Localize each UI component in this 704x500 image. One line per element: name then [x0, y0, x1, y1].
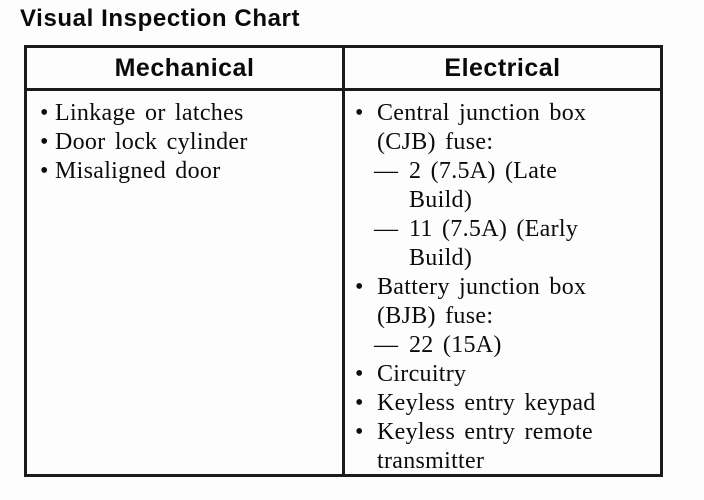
bullet-icon: •	[40, 158, 49, 184]
table-body-row: • Linkage or latches • Door lock cylinde…	[27, 91, 660, 474]
list-item-text: Misaligned door	[55, 158, 221, 184]
bullet-icon: •	[355, 274, 364, 300]
bullet-icon: •	[40, 129, 49, 155]
bullet-icon: •	[355, 419, 364, 445]
list-item: • Misaligned door	[40, 157, 336, 186]
list-item-text: Linkage or latches	[55, 100, 244, 126]
list-item: • Door lock cylinder	[40, 128, 336, 157]
list-item-text: Circuitry	[377, 361, 467, 387]
mechanical-cell: • Linkage or latches • Door lock cylinde…	[27, 91, 342, 474]
column-header-mechanical: Mechanical	[114, 53, 255, 82]
bullet-icon: •	[355, 100, 364, 126]
bullet-icon: •	[355, 361, 364, 387]
list-item: • Keyless entry remote transmitter	[355, 418, 656, 476]
list-item: • Linkage or latches	[40, 99, 336, 128]
sub-list-item-text: 2 (7.5A) (Late Build)	[409, 158, 558, 213]
list-item: • Battery junction box (BJB) fuse:	[355, 273, 656, 331]
table-header-row: Mechanical Electrical	[27, 48, 660, 91]
list-item-text: Keyless entry keypad	[377, 390, 596, 416]
list-item: • Circuitry	[355, 360, 656, 389]
list-item-text: Central junction box (CJB) fuse:	[377, 100, 587, 155]
sub-list-item-text: 22 (15A)	[409, 332, 502, 358]
page-title: Visual Inspection Chart	[20, 5, 301, 32]
list-item-text: Door lock cylinder	[55, 129, 248, 155]
list-item: • Central junction box (CJB) fuse:	[355, 99, 656, 157]
bullet-icon: •	[355, 390, 364, 416]
column-header-electrical: Electrical	[342, 48, 660, 88]
electrical-cell: • Central junction box (CJB) fuse: — 2 (…	[342, 91, 660, 474]
sub-list-item: — 22 (15A)	[374, 331, 656, 360]
bullet-icon: •	[40, 100, 49, 126]
sub-list-item-text: 11 (7.5A) (Early Build)	[409, 216, 579, 271]
list-item-text: Battery junction box (BJB) fuse:	[377, 274, 587, 329]
list-item-text: Keyless entry remote transmitter	[377, 419, 593, 474]
sub-list-item: — 11 (7.5A) (Early Build)	[374, 215, 656, 273]
dash-icon: —	[374, 158, 399, 184]
list-item: • Keyless entry keypad	[355, 389, 656, 418]
visual-inspection-table: Mechanical Electrical • Linkage or latch…	[24, 45, 663, 477]
sub-list-item: — 2 (7.5A) (Late Build)	[374, 157, 656, 215]
dash-icon: —	[374, 332, 399, 358]
dash-icon: —	[374, 216, 399, 242]
